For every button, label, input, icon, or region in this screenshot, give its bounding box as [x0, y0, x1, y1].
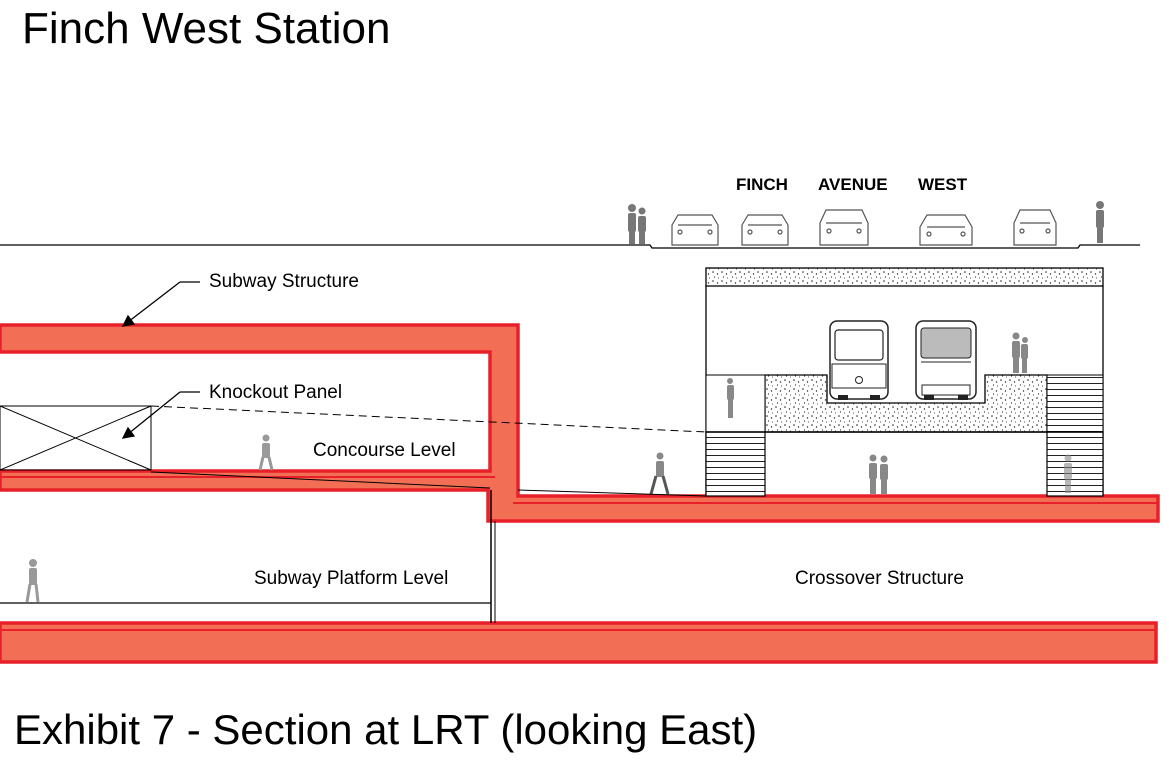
street-label: FINCH AVENUE WEST: [736, 175, 968, 194]
person-icon: [628, 204, 636, 244]
lrt-vehicle-icon: [915, 320, 977, 400]
lrt-vehicles: [829, 320, 977, 400]
ground-surface: [0, 244, 1140, 249]
person-icon: [727, 378, 734, 418]
car-icon: [671, 214, 719, 246]
person-icon: [1021, 337, 1028, 373]
exhibit-caption: Exhibit 7 - Section at LRT (looking East…: [14, 706, 758, 753]
crossover-structure-label: Crossover Structure: [795, 568, 964, 589]
station-pedestrians: [649, 332, 1072, 495]
future-connection-lines: [150, 405, 707, 497]
subway-platform-level-label: Subway Platform Level: [254, 568, 448, 589]
leader-arrows: [121, 281, 200, 439]
person-icon: [25, 559, 40, 603]
car-icon: [819, 209, 869, 246]
section-labels: Subway Structure Knockout Panel Concours…: [209, 271, 964, 589]
street-label-west: WEST: [918, 175, 968, 194]
street-label-avenue: AVENUE: [818, 175, 888, 194]
platform-level-structure: [0, 490, 496, 623]
car-icon: [1013, 209, 1057, 246]
person-icon: [258, 434, 274, 471]
lrt-station-box: [705, 267, 1104, 497]
street-label-finch: FINCH: [736, 175, 788, 194]
person-icon: [1096, 201, 1104, 243]
lrt-vehicle-icon: [829, 320, 889, 400]
car-icon: [741, 214, 789, 246]
knockout-panel-label: Knockout Panel: [209, 382, 342, 403]
car-icon: [919, 214, 973, 246]
street-pedestrians: [628, 201, 1104, 244]
subway-structure-label: Subway Structure: [209, 271, 359, 292]
person-icon: [1064, 454, 1072, 493]
street-cars: [671, 209, 1057, 246]
concourse-pedestrians: [25, 434, 274, 603]
concourse-level-label: Concourse Level: [313, 440, 456, 461]
page-title: Finch West Station: [22, 4, 391, 53]
person-icon: [649, 452, 670, 495]
person-icon: [880, 455, 888, 494]
knockout-panel: [0, 405, 152, 471]
person-icon: [869, 454, 877, 494]
base-slab: [0, 621, 1158, 664]
person-icon: [638, 207, 646, 244]
person-icon: [1012, 332, 1020, 373]
